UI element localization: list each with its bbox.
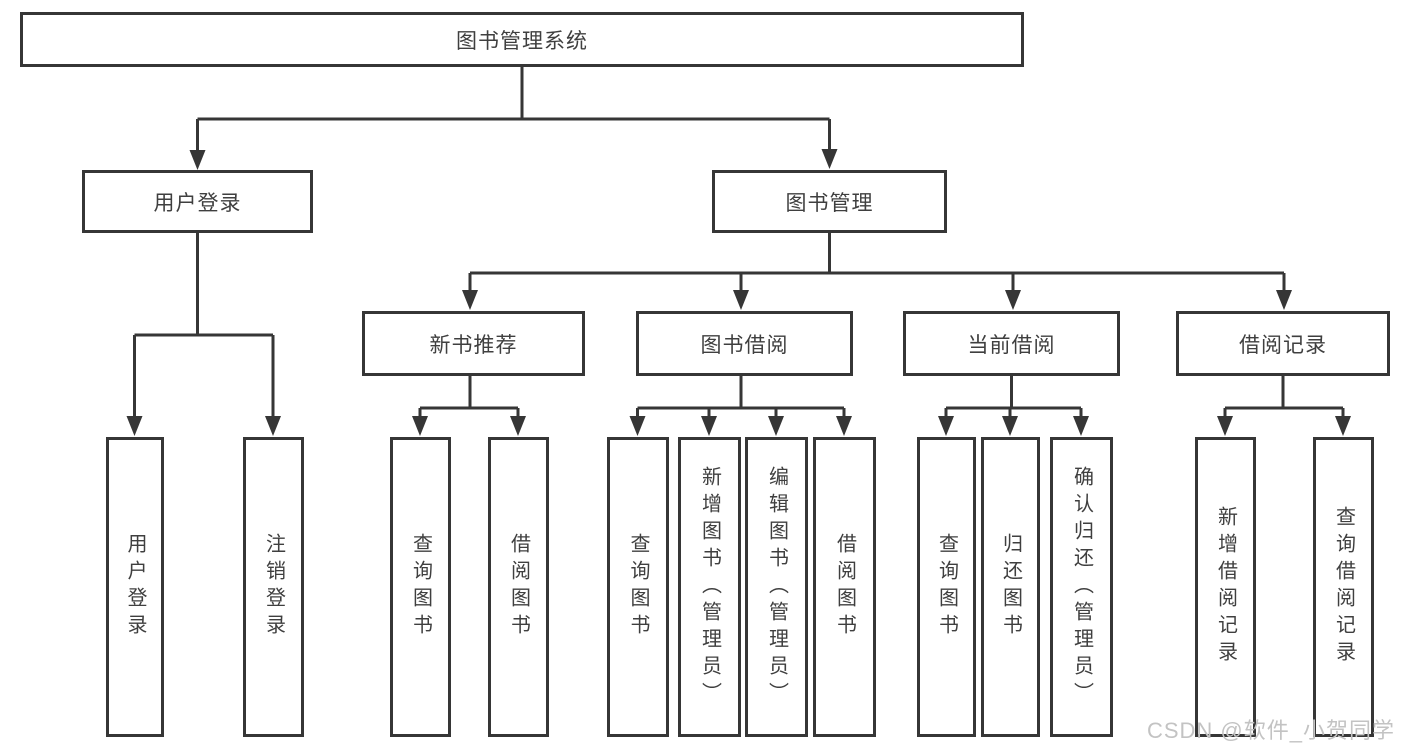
node-root-system-label: 图书管理系统 bbox=[456, 29, 588, 53]
node-root-system: 图书管理系统 bbox=[20, 12, 1024, 67]
leaf-borrow-add-admin: 新增图书（管理员） bbox=[678, 437, 741, 737]
leaf-newbook-borrow-label: 借阅图书 bbox=[507, 533, 530, 641]
leaf-user-login: 用户登录 bbox=[106, 437, 164, 737]
leaf-logout-label: 注销登录 bbox=[262, 533, 285, 641]
leaf-records-add-label: 新增借阅记录 bbox=[1214, 506, 1237, 668]
node-new-book-recommend-label: 新书推荐 bbox=[429, 333, 518, 357]
leaf-borrow-edit-admin: 编辑图书（管理员） bbox=[745, 437, 808, 737]
leaf-current-query: 查询图书 bbox=[917, 437, 976, 737]
node-borrow-records: 借阅记录 bbox=[1176, 311, 1390, 376]
node-book-borrow-label: 图书借阅 bbox=[700, 333, 789, 357]
node-book-management: 图书管理 bbox=[712, 170, 947, 233]
leaf-current-return: 归还图书 bbox=[981, 437, 1040, 737]
leaf-records-query: 查询借阅记录 bbox=[1313, 437, 1374, 737]
csdn-watermark: CSDN @软件_小贺同学 bbox=[1146, 718, 1395, 743]
leaf-current-return-label: 归还图书 bbox=[999, 533, 1022, 641]
node-current-borrow-label: 当前借阅 bbox=[967, 333, 1056, 357]
leaf-newbook-query-label: 查询图书 bbox=[409, 533, 432, 641]
node-user-login-label: 用户登录 bbox=[153, 191, 242, 215]
node-book-borrow: 图书借阅 bbox=[636, 311, 853, 376]
node-user-login: 用户登录 bbox=[82, 170, 313, 233]
leaf-records-query-label: 查询借阅记录 bbox=[1332, 506, 1355, 668]
node-current-borrow: 当前借阅 bbox=[903, 311, 1120, 376]
node-borrow-records-label: 借阅记录 bbox=[1239, 333, 1327, 357]
leaf-borrow-query: 查询图书 bbox=[607, 437, 669, 737]
leaf-user-login-label: 用户登录 bbox=[124, 533, 146, 641]
node-book-management-label: 图书管理 bbox=[785, 191, 874, 215]
leaf-newbook-query: 查询图书 bbox=[390, 437, 451, 737]
leaf-logout: 注销登录 bbox=[243, 437, 304, 737]
leaf-borrow-borrow-label: 借阅图书 bbox=[833, 533, 856, 641]
leaf-newbook-borrow: 借阅图书 bbox=[488, 437, 549, 737]
node-new-book-recommend: 新书推荐 bbox=[362, 311, 585, 376]
leaf-current-confirm-admin: 确认归还（管理员） bbox=[1050, 437, 1113, 737]
leaf-current-query-label: 查询图书 bbox=[935, 533, 958, 641]
leaf-borrow-add-admin-label: 新增图书（管理员） bbox=[698, 465, 721, 709]
leaf-current-confirm-admin-label: 确认归还（管理员） bbox=[1070, 465, 1093, 709]
leaf-records-add: 新增借阅记录 bbox=[1195, 437, 1256, 737]
leaf-borrow-edit-admin-label: 编辑图书（管理员） bbox=[765, 465, 788, 709]
leaf-borrow-borrow: 借阅图书 bbox=[813, 437, 876, 737]
leaf-borrow-query-label: 查询图书 bbox=[627, 533, 649, 641]
